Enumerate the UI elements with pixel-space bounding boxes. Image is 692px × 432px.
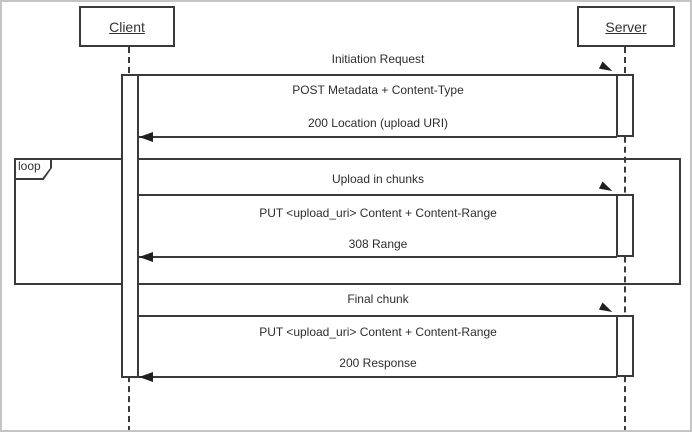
message-line-request-2 [139, 194, 617, 196]
section-title-1: Initiation Request [331, 52, 425, 66]
message-line-response-3 [139, 376, 617, 378]
message-label-response-2: 308 Range [348, 237, 408, 251]
participant-label-client: Client [109, 18, 145, 35]
message-label-response-1: 200 Location (upload URI) [307, 116, 449, 130]
loop-frame [14, 158, 681, 285]
activation-server-3 [616, 315, 634, 377]
section-title-3: Final chunk [347, 292, 409, 306]
participant-box-server: Server [577, 6, 675, 47]
loop-label: loop [18, 159, 41, 173]
activation-server-2 [616, 194, 634, 257]
message-line-request-3 [139, 315, 617, 317]
participant-box-client: Client [79, 6, 175, 47]
message-line-request-1 [139, 74, 617, 76]
message-line-response-2 [139, 256, 617, 258]
message-label-request-2: PUT <upload_uri> Content + Content-Range [259, 206, 497, 220]
arrowhead-response-3-icon [139, 372, 153, 382]
activation-client [121, 74, 139, 378]
message-label-request-1: POST Metadata + Content-Type [292, 83, 464, 97]
activation-server-1 [616, 74, 634, 137]
participant-label-server: Server [605, 18, 647, 35]
message-label-request-3: PUT <upload_uri> Content + Content-Range [259, 325, 497, 339]
loop-label-pentagon: loop [14, 158, 52, 180]
arrowhead-response-2-icon [139, 252, 153, 262]
section-title-2: Upload in chunks [331, 172, 425, 186]
message-line-response-1 [139, 136, 617, 138]
message-label-response-3: 200 Response [339, 356, 417, 370]
loop-label-pentagon-fill [16, 160, 50, 178]
arrowhead-response-1-icon [139, 132, 153, 142]
